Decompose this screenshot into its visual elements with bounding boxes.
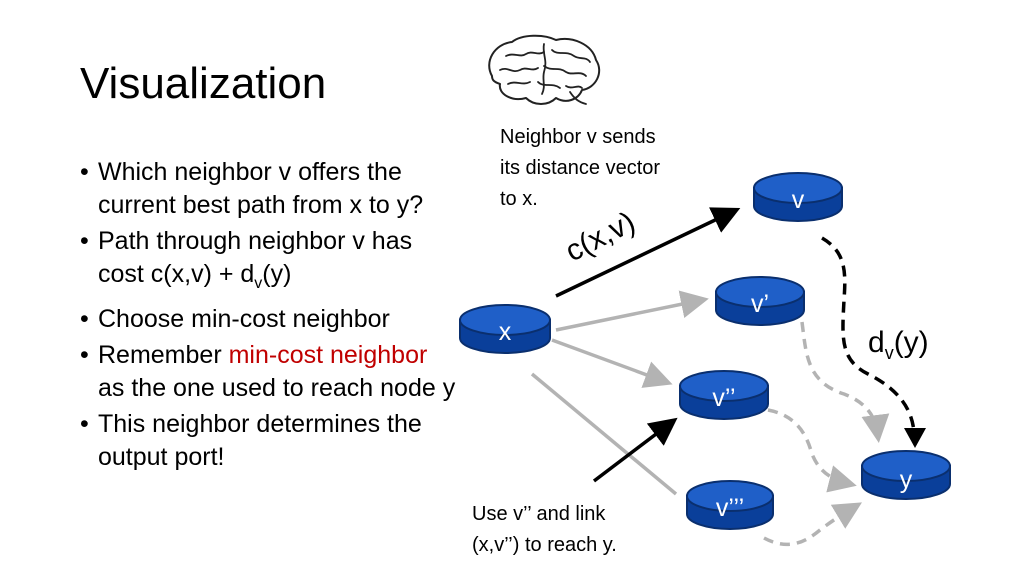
bullet-1-text: Which neighbor v offers the current best… xyxy=(98,158,424,219)
dashed-v-y xyxy=(821,236,916,433)
bullet-4-highlight: min-cost neighbor xyxy=(228,341,428,369)
dv-post: (y) xyxy=(894,326,929,359)
note-bottom-line-2: (x,v’’) to reach y. xyxy=(472,534,617,556)
bullet-output-port: This neighbor determines the output port… xyxy=(78,408,458,474)
bullet-2-suffix: (y) xyxy=(262,260,292,288)
node-v2-label: v’’ xyxy=(712,384,735,412)
bullet-choose-min: Choose min-cost neighbor xyxy=(78,303,458,336)
dv-sub: v xyxy=(885,343,894,363)
bullet-3-text: Choose min-cost neighbor xyxy=(98,305,390,333)
pointer-to-v2 xyxy=(592,417,678,483)
note-top-line-3: to x. xyxy=(500,188,538,210)
bullet-2-subscript: v xyxy=(254,275,263,292)
node-v3-label: v’’’ xyxy=(716,494,744,522)
node-v1-label: v’ xyxy=(751,290,769,318)
bullet-4-suffix: as the one used to reach node y xyxy=(98,374,456,402)
node-v-label: v xyxy=(792,186,805,214)
bullet-remember: Remember min-cost neighbor as the one us… xyxy=(78,339,458,405)
note-use-v2: Use v’’ and link (x,v’’) to reach y. xyxy=(472,499,617,561)
slide-title: Visualization xyxy=(80,59,327,108)
note-top-line-2: its distance vector xyxy=(500,157,661,179)
node-v: v xyxy=(753,172,843,222)
note-bottom-line-1: Use v’’ and link xyxy=(472,503,606,525)
edge-x-v3 xyxy=(530,372,678,496)
node-v2: v’’ xyxy=(679,370,769,420)
node-x: x xyxy=(459,304,551,354)
dv-main: d xyxy=(868,326,885,359)
edge-x-v xyxy=(555,207,741,298)
bullet-best-neighbor: Which neighbor v offers the current best… xyxy=(78,156,458,222)
dashed-v-y-arrowhead xyxy=(904,428,926,448)
bullet-2-text: Path through neighbor v has cost c(x,v) … xyxy=(98,227,413,288)
edge-x-v1 xyxy=(555,290,709,332)
dashed-v3-y xyxy=(763,502,863,547)
brain-icon xyxy=(488,34,601,105)
bullet-list: Which neighbor v offers the current best… xyxy=(78,156,458,477)
dashed-v1-y xyxy=(800,321,890,443)
node-x-label: x xyxy=(499,318,512,346)
bullet-5-text: This neighbor determines the output port… xyxy=(98,410,422,471)
bullet-path-cost: Path through neighbor v has cost c(x,v) … xyxy=(78,225,458,300)
dv-label: dv(y) xyxy=(868,326,929,363)
note-top-line-1: Neighbor v sends xyxy=(500,126,656,148)
node-y: y xyxy=(861,450,951,500)
bullet-4-prefix: Remember xyxy=(98,341,229,369)
edge-x-v2 xyxy=(551,338,673,388)
dashed-v2-y xyxy=(767,408,857,493)
note-neighbor-sends: Neighbor v sends its distance vector to … xyxy=(500,122,660,215)
node-v1: v’ xyxy=(715,276,805,326)
node-v3: v’’’ xyxy=(686,480,774,530)
node-y-label: y xyxy=(900,466,913,494)
cost-cxv-label: c(x,v) xyxy=(560,206,640,269)
